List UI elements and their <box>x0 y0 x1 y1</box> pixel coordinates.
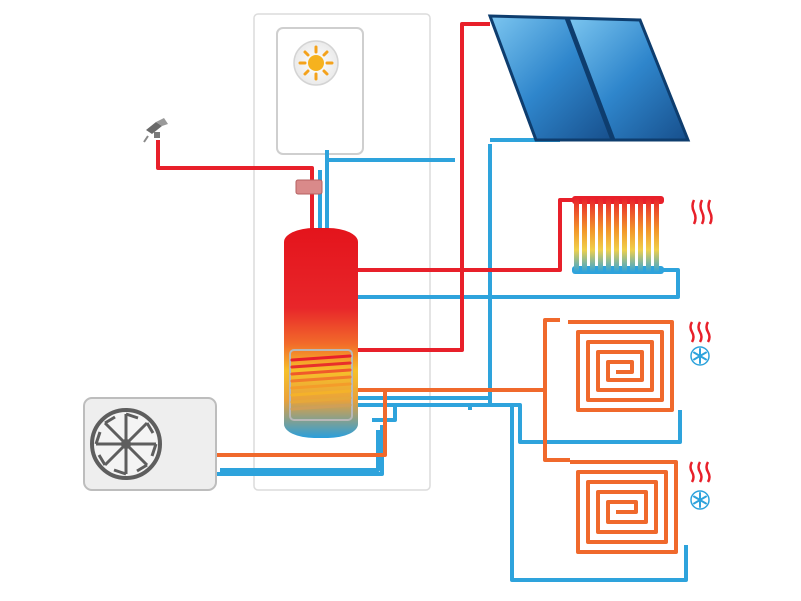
controller-unit <box>276 27 364 155</box>
cabinet-frame <box>253 13 431 491</box>
radiator-supply-pipe <box>358 198 575 272</box>
fan-icon <box>90 408 162 480</box>
floor-return-lower <box>372 405 397 422</box>
floor2-supply <box>543 390 570 462</box>
radiator <box>572 196 664 274</box>
tank-return-1 <box>358 396 492 405</box>
heat-wave-icon <box>691 199 713 225</box>
underfloor-loop-2 <box>570 460 678 554</box>
heat-wave-icon <box>689 461 711 483</box>
storage-tank <box>284 228 358 438</box>
solar-panel-left <box>487 14 615 142</box>
heat-wave-icon <box>689 321 711 343</box>
tank-return-2 <box>358 403 682 444</box>
solar-panel-right <box>565 16 691 142</box>
heatpump-warm-line <box>215 392 387 457</box>
snowflake-icon <box>690 346 710 366</box>
floor2-return <box>510 405 688 582</box>
radiator-return-pipe <box>358 268 680 299</box>
floor1-supply <box>358 318 560 392</box>
warm-pipes <box>215 318 570 462</box>
faucet-icon <box>143 118 168 143</box>
heat-pump-unit <box>83 397 217 491</box>
mixing-valve <box>295 179 323 195</box>
snowflake-icon <box>690 490 710 510</box>
solar-return-pipe <box>468 144 492 410</box>
floor-return-lower-2 <box>220 430 380 472</box>
sun-icon <box>293 40 339 86</box>
solar-supply-pipe <box>358 22 490 352</box>
heat-exchanger-coil <box>289 349 353 421</box>
underfloor-loop-1 <box>568 320 674 412</box>
solar-collectors <box>487 14 691 142</box>
heatpump-cold-line <box>215 425 384 476</box>
